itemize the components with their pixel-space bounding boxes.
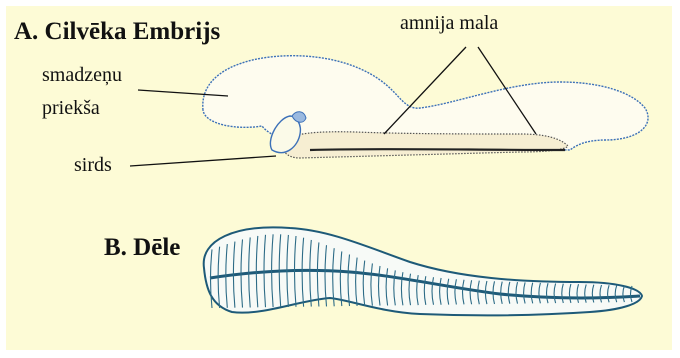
title-b: B. Dēle bbox=[104, 234, 180, 262]
label-amnion-edge: amnija mala bbox=[400, 12, 498, 35]
title-a: A. Cilvēka Embrijs bbox=[14, 18, 220, 46]
leader-heart bbox=[130, 156, 276, 166]
label-forebrain-line1: smadzeņu bbox=[42, 64, 122, 87]
label-forebrain-line2: priekša bbox=[42, 97, 100, 120]
amnion-edge-shape bbox=[283, 132, 568, 158]
label-heart: sirds bbox=[74, 154, 112, 177]
amnion-edge-dark-line bbox=[310, 149, 565, 150]
